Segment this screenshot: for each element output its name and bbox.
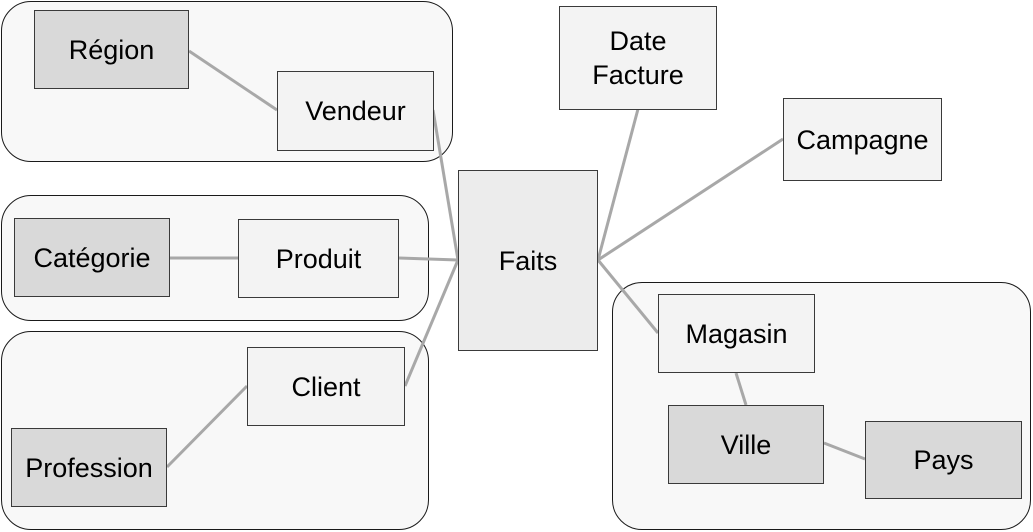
- node-faits-label: Faits: [498, 245, 558, 276]
- link-client-faits: [403, 259, 460, 387]
- node-produit-label: Produit: [275, 243, 362, 274]
- node-vendeur: Vendeur: [277, 71, 434, 151]
- node-campagne-label: Campagne: [796, 124, 929, 155]
- node-ville-label: Ville: [720, 429, 772, 460]
- link-faits-magasin: [596, 259, 660, 334]
- node-region-label: Région: [68, 34, 155, 65]
- node-categorie-label: Catégorie: [33, 242, 151, 273]
- node-magasin-label: Magasin: [685, 318, 788, 349]
- node-date-facture: Date Facture: [559, 6, 717, 110]
- node-vendeur-label: Vendeur: [305, 96, 406, 126]
- node-faits: Faits: [458, 170, 598, 351]
- link-ville-pays: [823, 441, 866, 461]
- node-date-facture-label: Date Facture: [592, 24, 684, 92]
- node-pays-label: Pays: [913, 445, 974, 475]
- node-profession: Profession: [11, 428, 167, 507]
- link-region-vendeur: [188, 49, 278, 112]
- node-campagne: Campagne: [783, 98, 942, 181]
- link-faits-campagne: [597, 137, 784, 262]
- link-produit-faits: [398, 256, 459, 262]
- node-profession-label: Profession: [25, 452, 153, 483]
- link-profession-client: [165, 384, 249, 469]
- node-date-facture-line1: Date: [609, 26, 667, 56]
- node-date-facture-line2: Facture: [592, 60, 684, 90]
- node-pays: Pays: [865, 421, 1022, 499]
- link-faits-date-facture: [596, 108, 640, 261]
- node-client: Client: [247, 347, 405, 426]
- node-magasin: Magasin: [658, 294, 815, 373]
- node-client-label: Client: [291, 371, 361, 402]
- link-magasin-ville: [734, 372, 748, 406]
- node-region: Région: [34, 10, 189, 89]
- node-produit: Produit: [238, 219, 399, 298]
- link-vendeur-faits: [431, 109, 460, 261]
- node-ville: Ville: [668, 405, 824, 484]
- node-categorie: Catégorie: [14, 218, 170, 297]
